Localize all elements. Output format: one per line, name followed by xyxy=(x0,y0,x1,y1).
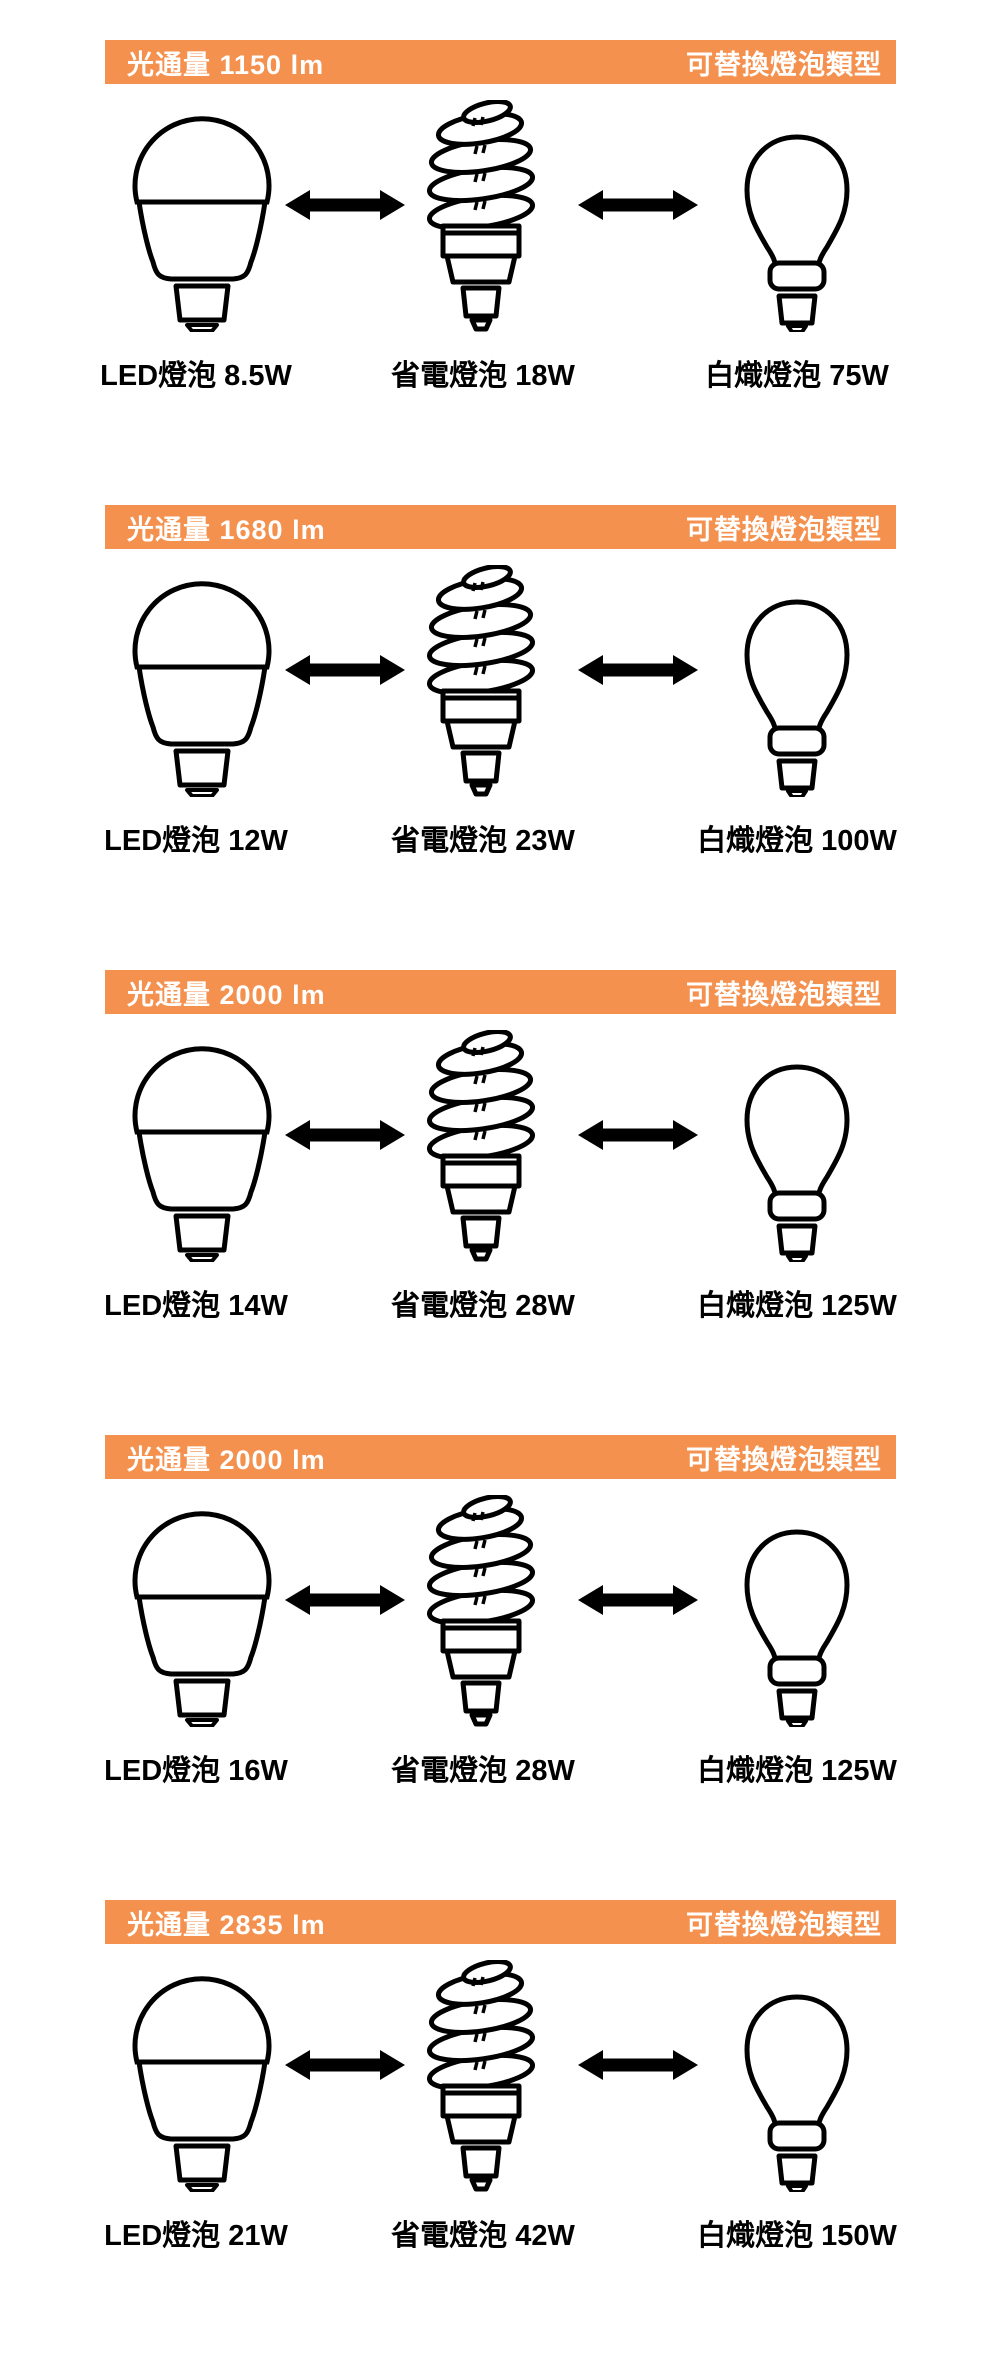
incandescent-bulb-icon xyxy=(735,1062,859,1262)
double-arrow-icon xyxy=(283,186,407,224)
led-bulb-label: LED燈泡 16W xyxy=(104,1755,288,1787)
incandescent-bulb-icon xyxy=(735,1527,859,1727)
replaceable-bulb-types-label: 可替換燈泡類型 xyxy=(686,49,882,80)
double-arrow-icon xyxy=(283,2046,407,2084)
double-arrow-icon xyxy=(576,1581,700,1619)
cfl-bulb-icon xyxy=(425,1495,537,1727)
cfl-bulb-icon xyxy=(425,565,537,797)
lumen-output-label: 光通量 2835 lm xyxy=(127,1909,326,1940)
led-bulb-icon xyxy=(129,114,275,332)
incandescent-bulb-icon xyxy=(735,132,859,332)
double-arrow-icon xyxy=(283,1581,407,1619)
incandescent-bulb-label: 白熾燈泡 150W xyxy=(697,2220,897,2252)
cfl-bulb-label: 省電燈泡 42W xyxy=(391,2220,575,2252)
cfl-bulb-label: 省電燈泡 18W xyxy=(391,360,575,392)
bulb-comparison-section: 光通量 2000 lm 可替換燈泡類型 LED燈泡 14W 省電燈泡 28W 白… xyxy=(0,958,1000,1423)
section-header: 光通量 2000 lm 可替換燈泡類型 xyxy=(105,1435,896,1479)
led-bulb-icon xyxy=(129,1044,275,1262)
double-arrow-icon xyxy=(283,1116,407,1154)
led-bulb-label: LED燈泡 8.5W xyxy=(100,360,292,392)
double-arrow-icon xyxy=(576,2046,700,2084)
lumen-output-label: 光通量 2000 lm xyxy=(127,979,326,1010)
double-arrow-icon xyxy=(576,186,700,224)
lumen-output-label: 光通量 2000 lm xyxy=(127,1444,326,1475)
incandescent-bulb-label: 白熾燈泡 125W xyxy=(697,1290,897,1322)
cfl-bulb-icon xyxy=(425,100,537,332)
replaceable-bulb-types-label: 可替換燈泡類型 xyxy=(686,1444,882,1475)
cfl-bulb-label: 省電燈泡 23W xyxy=(391,825,575,857)
replaceable-bulb-types-label: 可替換燈泡類型 xyxy=(686,1909,882,1940)
double-arrow-icon xyxy=(576,1116,700,1154)
section-header: 光通量 1680 lm 可替換燈泡類型 xyxy=(105,505,896,549)
incandescent-bulb-label: 白熾燈泡 75W xyxy=(705,360,889,392)
cfl-bulb-label: 省電燈泡 28W xyxy=(391,1755,575,1787)
led-bulb-icon xyxy=(129,579,275,797)
incandescent-bulb-label: 白熾燈泡 100W xyxy=(697,825,897,857)
cfl-bulb-icon xyxy=(425,1960,537,2192)
cfl-bulb-icon xyxy=(425,1030,537,1262)
double-arrow-icon xyxy=(576,651,700,689)
led-bulb-label: LED燈泡 12W xyxy=(104,825,288,857)
cfl-bulb-label: 省電燈泡 28W xyxy=(391,1290,575,1322)
incandescent-bulb-icon xyxy=(735,1992,859,2192)
incandescent-bulb-icon xyxy=(735,597,859,797)
bulb-comparison-section: 光通量 1150 lm 可替換燈泡類型 LED燈泡 8.5W 省電燈泡 18W … xyxy=(0,28,1000,493)
led-bulb-icon xyxy=(129,1509,275,1727)
replaceable-bulb-types-label: 可替換燈泡類型 xyxy=(686,979,882,1010)
section-header: 光通量 1150 lm 可替換燈泡類型 xyxy=(105,40,896,84)
bulb-comparison-section: 光通量 1680 lm 可替換燈泡類型 LED燈泡 12W 省電燈泡 23W 白… xyxy=(0,493,1000,958)
section-header: 光通量 2000 lm 可替換燈泡類型 xyxy=(105,970,896,1014)
led-bulb-icon xyxy=(129,1974,275,2192)
led-bulb-label: LED燈泡 21W xyxy=(104,2220,288,2252)
section-header: 光通量 2835 lm 可替換燈泡類型 xyxy=(105,1900,896,1944)
incandescent-bulb-label: 白熾燈泡 125W xyxy=(697,1755,897,1787)
bulb-comparison-section: 光通量 2835 lm 可替換燈泡類型 LED燈泡 21W 省電燈泡 42W 白… xyxy=(0,1888,1000,2353)
led-bulb-label: LED燈泡 14W xyxy=(104,1290,288,1322)
replaceable-bulb-types-label: 可替換燈泡類型 xyxy=(686,514,882,545)
double-arrow-icon xyxy=(283,651,407,689)
lumen-output-label: 光通量 1150 lm xyxy=(127,49,325,80)
lumen-output-label: 光通量 1680 lm xyxy=(127,514,326,545)
bulb-comparison-section: 光通量 2000 lm 可替換燈泡類型 LED燈泡 16W 省電燈泡 28W 白… xyxy=(0,1423,1000,1888)
